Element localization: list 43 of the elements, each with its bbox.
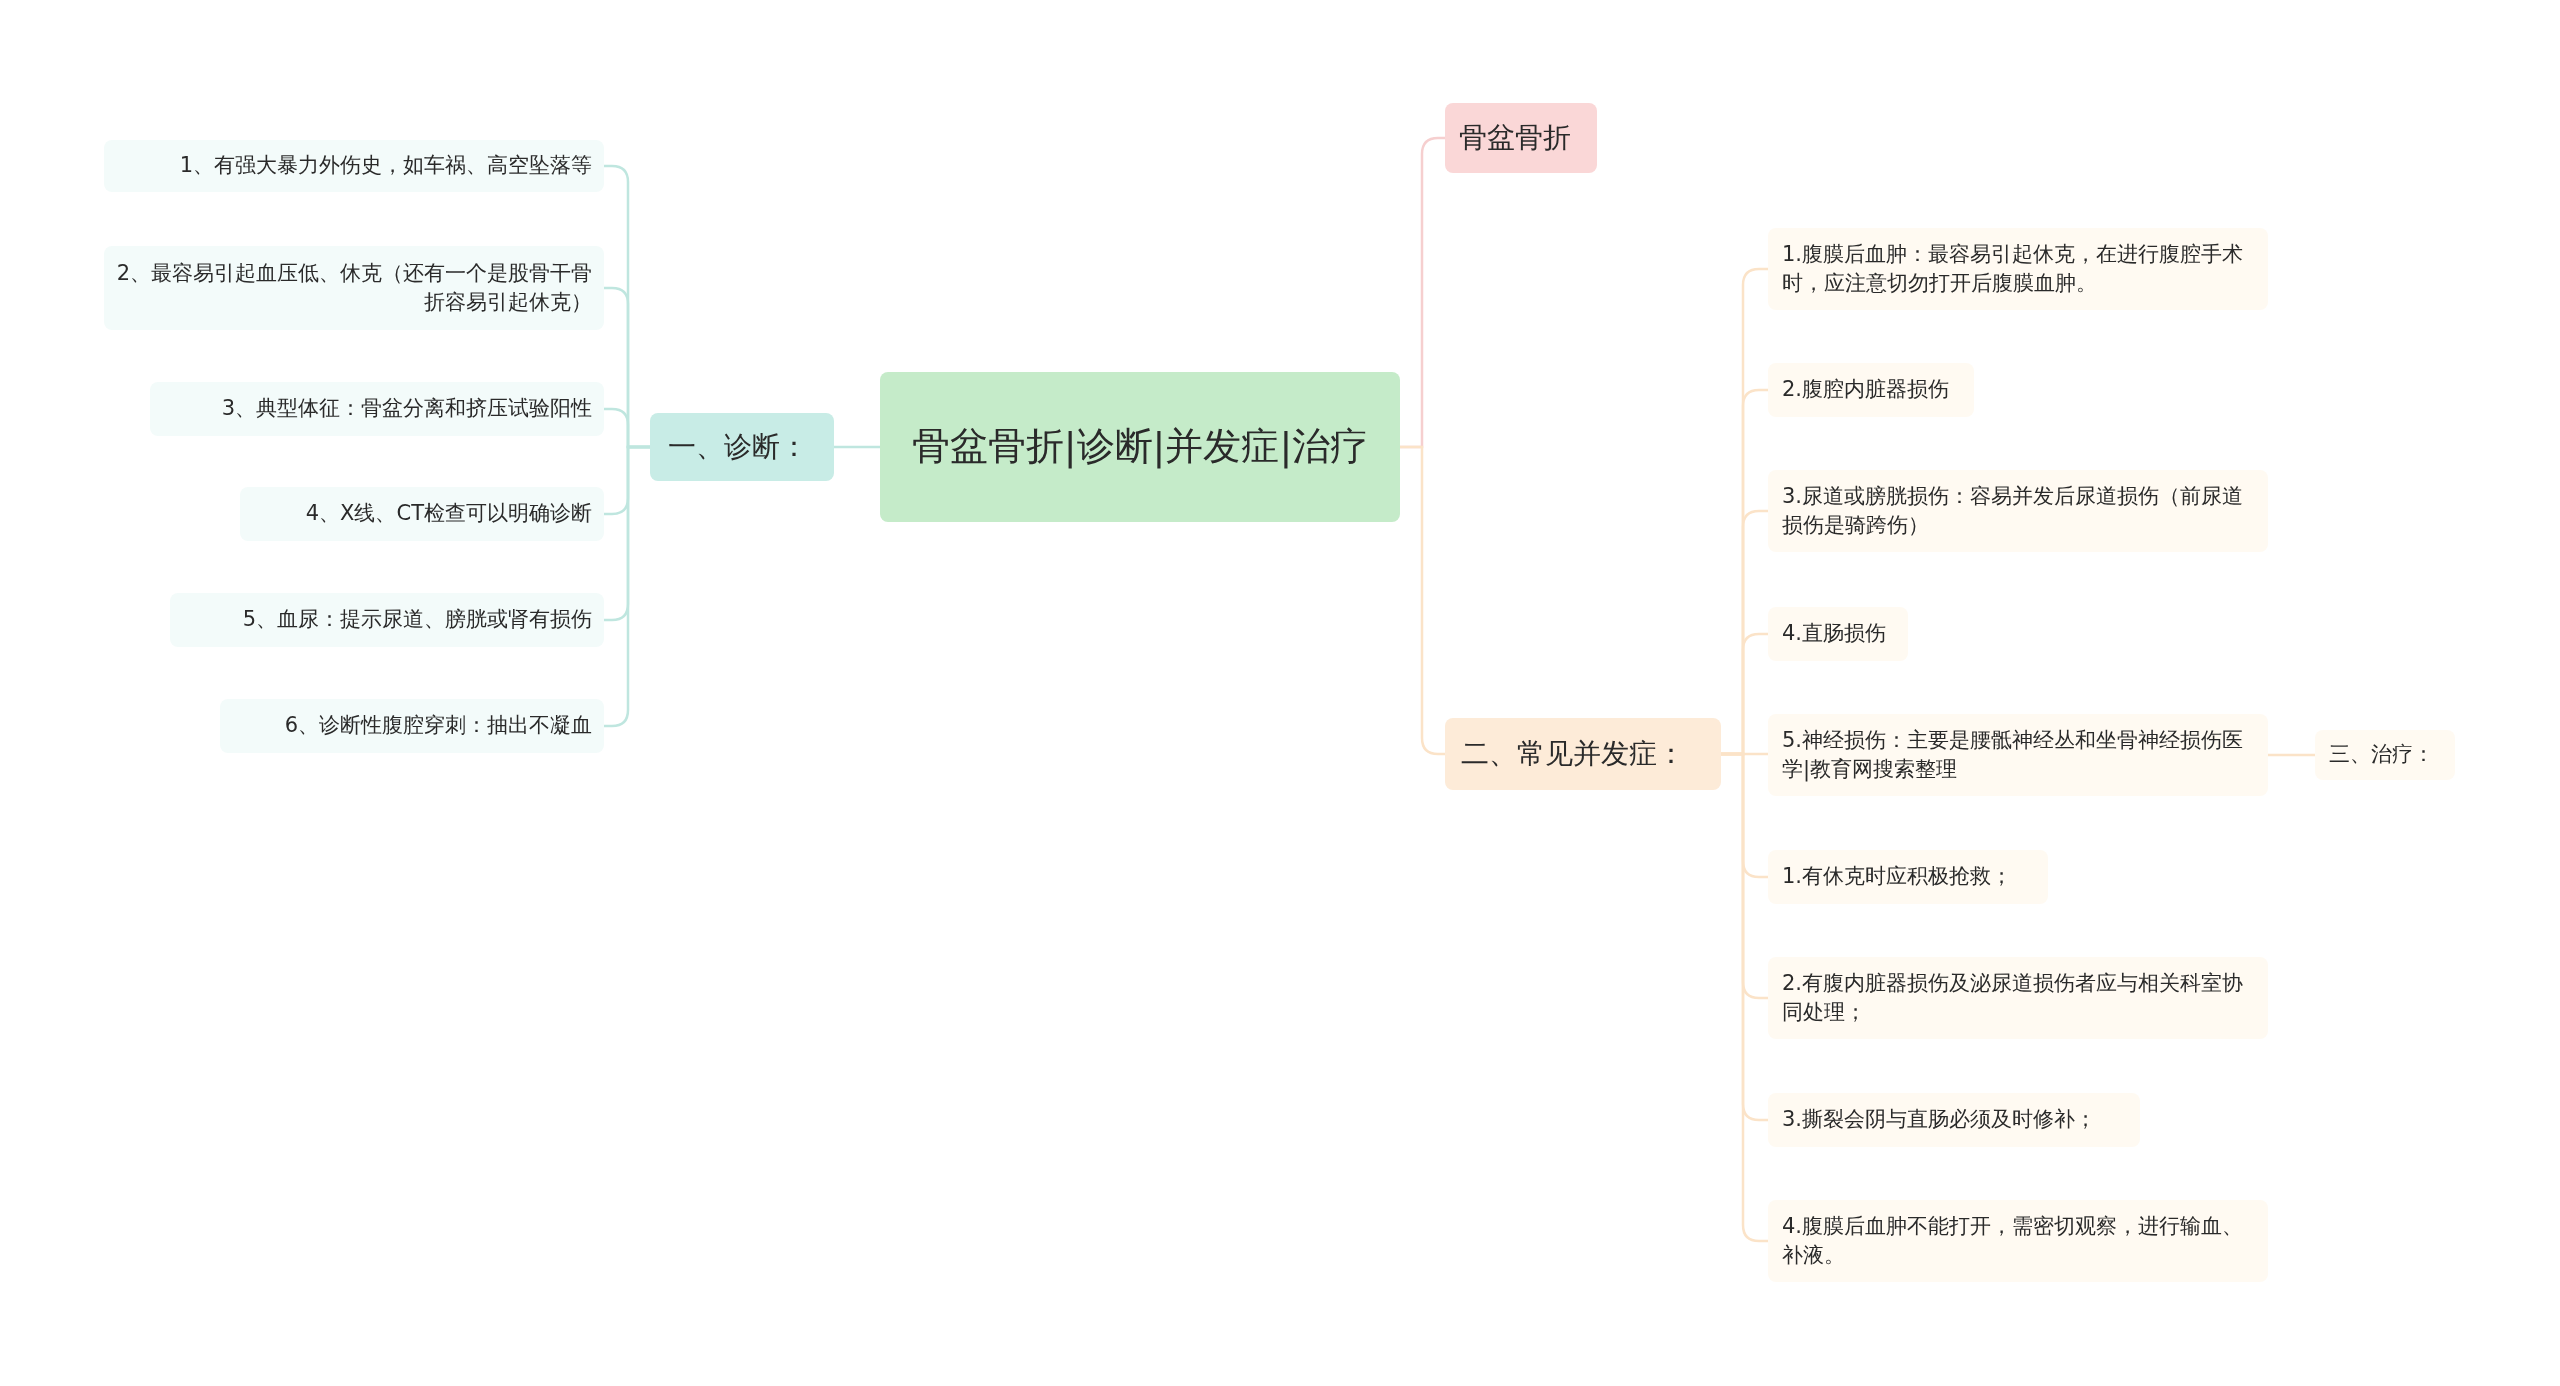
subtopic-box xyxy=(1768,1093,2140,1147)
subtopic-box xyxy=(2315,730,2455,780)
connector-line xyxy=(834,445,880,449)
topic-text: 5、血尿：提示尿道、膀胱或肾有损伤 xyxy=(242,606,592,634)
subtopic-box xyxy=(1768,957,2268,1039)
topic-text: 2、最容易引起血压低、休克（还有一个是股骨干骨折容易引起休克） xyxy=(116,259,592,316)
topic-text: 4.直肠损伤 xyxy=(1782,620,1887,648)
topic-text: 3.撕裂会阴与直肠必须及时修补； xyxy=(1782,1106,2097,1134)
topic-text: 1、有强大暴力外伤史，如车祸、高空坠落等 xyxy=(179,152,592,180)
connector-line xyxy=(1400,445,1445,756)
subtopic-box xyxy=(104,246,604,330)
subtopic-box xyxy=(104,140,604,192)
topic-text: 2.腹腔内脏器损伤 xyxy=(1782,376,1950,404)
topic-text: 1.有休克时应积极抢救； xyxy=(1782,863,2013,891)
subtopic-box xyxy=(1768,714,2268,796)
topic-text: 二、常见并发症： xyxy=(1461,736,1685,773)
subtopic-box xyxy=(150,382,604,436)
topic-text: 骨盆骨折|诊断|并发症|治疗 xyxy=(911,423,1369,471)
subtopic-box xyxy=(1768,363,1974,417)
subtopic-box xyxy=(1768,470,2268,552)
subtopic-box xyxy=(1768,607,1908,661)
topic-text: 1.腹膜后血肿：最容易引起休克，在进行腹腔手术时，应注意切勿打开后腹膜血肿。 xyxy=(1782,240,2245,297)
topic-text: 4、X线、CT检查可以明确诊断 xyxy=(305,500,592,528)
branch-topic-box xyxy=(650,413,834,481)
topic-text: 一、诊断： xyxy=(668,429,808,466)
subtopic-box xyxy=(1768,1200,2268,1282)
topic-text: 5.神经损伤：主要是腰骶神经丛和坐骨神经损伤医学|教育网搜索整理 xyxy=(1782,726,2245,784)
connector-line xyxy=(2268,753,2315,757)
central-topic-box xyxy=(880,372,1400,522)
topic-text: 3、典型体征：骨盆分离和挤压试验阳性 xyxy=(221,395,592,423)
subtopic-box xyxy=(1768,850,2048,904)
subtopic-box xyxy=(1768,228,2268,310)
topic-text: 骨盆骨折 xyxy=(1459,120,1571,157)
subtopic-box xyxy=(220,699,604,753)
topic-text: 3.尿道或膀胱损伤：容易并发后尿道损伤（前尿道损伤是骑跨伤） xyxy=(1782,482,2245,539)
topic-box xyxy=(1445,103,1597,173)
subtopic-box xyxy=(240,487,604,541)
branch-topic-box xyxy=(1445,718,1721,790)
topic-text: 6、诊断性腹腔穿刺：抽出不凝血 xyxy=(284,712,592,740)
subtopic-box xyxy=(170,593,604,647)
topic-text: 4.腹膜后血肿不能打开，需密切观察，进行输血、补液。 xyxy=(1782,1212,2245,1269)
topic-text: 三、治疗： xyxy=(2329,741,2434,769)
topic-text: 2.有腹内脏器损伤及泌尿道损伤者应与相关科室协同处理； xyxy=(1782,969,2245,1026)
